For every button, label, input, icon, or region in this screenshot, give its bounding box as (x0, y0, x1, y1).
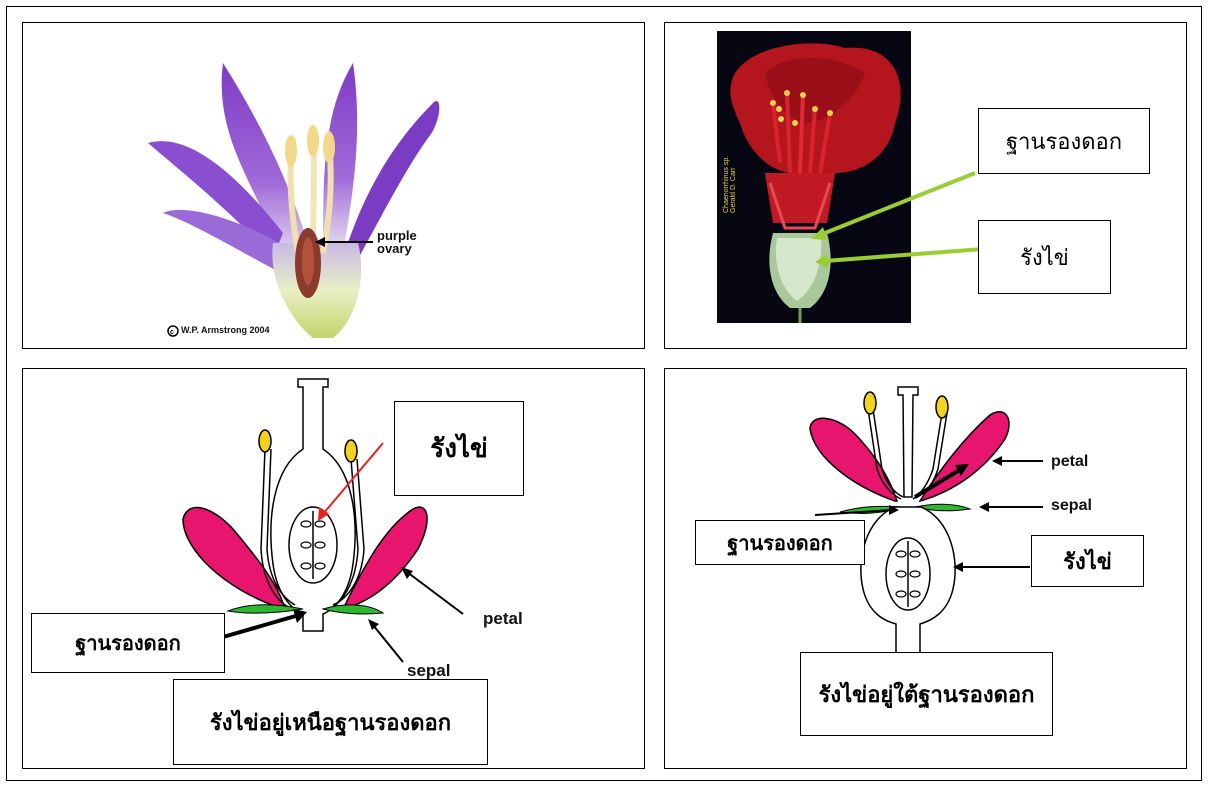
ovary-label-box: รังไข่ (1031, 535, 1144, 587)
svg-text:c: c (170, 329, 174, 336)
sepal-label: sepal (407, 661, 450, 681)
panel-superior-ovary-diagram: รังไข่ ฐานรองดอก petal sepal รังไข่อยู่เ… (22, 368, 645, 769)
receptacle-label-box: ฐานรองดอก (695, 520, 865, 565)
ovary-label-box: รังไข่ (978, 220, 1111, 294)
ovary-label: purple ovary (377, 229, 417, 255)
caption-box: รังไข่อยู่เหนือฐานรองดอก (173, 679, 488, 765)
receptacle-label-box: ฐานรองดอก (978, 108, 1150, 174)
photo-credit-text: Chaenorrhinus sp. Gerald D. Carr (723, 156, 737, 213)
panel-red-flower-photo: Chaenorrhinus sp. Gerald D. Carr ฐานรองด… (664, 22, 1187, 349)
ovary-label-box: รังไข่ (394, 401, 524, 496)
copyright-text: W.P. Armstrong 2004 (181, 325, 270, 335)
caption-box: รังไข่อยู่ใต้ฐานรองดอก (800, 652, 1053, 736)
panel-purple-flower-photo: c purple ovary W.P. Armstrong 2004 (22, 22, 645, 349)
red-flower-image (665, 23, 1187, 349)
petal-label: petal (1051, 453, 1088, 471)
petal-label: petal (483, 609, 523, 629)
purple-flower-image: c (23, 23, 645, 349)
petal-left (183, 508, 285, 609)
sepal-label: sepal (1051, 497, 1092, 515)
panel-inferior-ovary-diagram: petal sepal ฐานรองดอก รังไข่ รังไข่อยู่ใ… (664, 368, 1187, 769)
receptacle-label-box: ฐานรองดอก (31, 613, 225, 673)
